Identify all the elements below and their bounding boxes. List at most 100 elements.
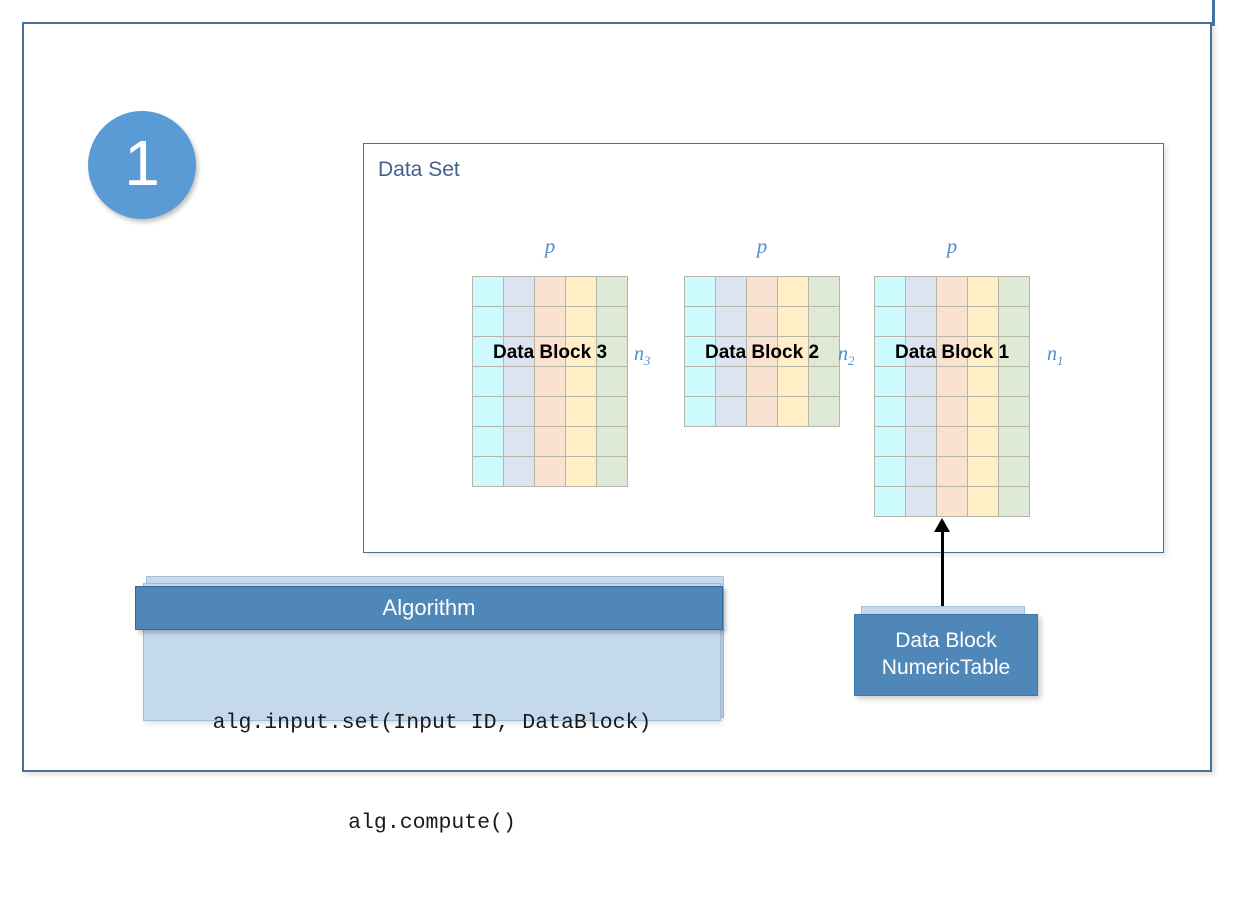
data-block-1-label: Data Block 1 <box>894 342 1010 363</box>
data-cell <box>778 367 808 396</box>
data-cell <box>937 457 967 486</box>
data-block-2-grid <box>684 276 840 427</box>
data-cell <box>968 397 998 426</box>
data-cell <box>716 307 746 336</box>
data-cell <box>685 367 715 396</box>
data-cell <box>716 397 746 426</box>
data-cell <box>473 337 503 366</box>
data-cell <box>968 337 998 366</box>
data-cell <box>906 397 936 426</box>
data-cell <box>778 277 808 306</box>
data-cell <box>809 277 839 306</box>
data-cell <box>937 337 967 366</box>
data-block-2-rows-label: n2 <box>838 343 855 368</box>
data-block-1: p Data Block 1 <box>874 234 1030 517</box>
data-cell <box>597 427 627 456</box>
data-block-3-grid <box>472 276 628 487</box>
data-cell <box>685 307 715 336</box>
data-block-1-grid <box>874 276 1030 517</box>
numeric-table-arrow-line <box>941 528 944 618</box>
data-cell <box>566 397 596 426</box>
data-cell <box>937 367 967 396</box>
data-cell <box>906 427 936 456</box>
data-cell <box>906 337 936 366</box>
data-cell <box>597 277 627 306</box>
numeric-table-card: Data Block NumericTable <box>854 614 1038 696</box>
numeric-table-line-2: NumericTable <box>881 656 1011 679</box>
frame-corner-tick <box>1212 0 1215 26</box>
data-cell <box>473 367 503 396</box>
data-set-title: Data Set <box>378 158 460 181</box>
data-cell <box>937 277 967 306</box>
data-cell <box>597 397 627 426</box>
data-block-1-rows-label: n1 <box>1047 343 1064 368</box>
algorithm-code-line-2: alg.compute() <box>348 810 516 835</box>
data-cell <box>535 337 565 366</box>
data-cell <box>504 307 534 336</box>
data-cell <box>937 307 967 336</box>
data-cell <box>685 337 715 366</box>
data-cell <box>473 277 503 306</box>
numeric-table-arrow-head-icon <box>934 518 950 532</box>
data-cell <box>809 307 839 336</box>
data-cell <box>968 427 998 456</box>
data-cell <box>937 397 967 426</box>
data-cell <box>716 367 746 396</box>
data-cell <box>535 457 565 486</box>
data-block-3-columns-label: p <box>544 234 556 258</box>
data-cell <box>566 367 596 396</box>
step-number-badge: 1 <box>88 111 196 219</box>
data-cell <box>566 307 596 336</box>
data-cell <box>685 397 715 426</box>
data-cell <box>875 277 905 306</box>
data-cell <box>504 277 534 306</box>
data-cell <box>999 307 1029 336</box>
data-cell <box>999 397 1029 426</box>
data-cell <box>906 487 936 516</box>
data-cell <box>566 427 596 456</box>
data-cell <box>906 367 936 396</box>
data-cell <box>473 427 503 456</box>
data-cell <box>747 307 777 336</box>
data-cell <box>999 367 1029 396</box>
data-cell <box>535 307 565 336</box>
data-block-3-rows-label: n3 <box>634 343 651 368</box>
data-cell <box>747 367 777 396</box>
data-cell <box>473 457 503 486</box>
data-cell <box>999 487 1029 516</box>
data-cell <box>566 457 596 486</box>
data-cell <box>716 337 746 366</box>
numeric-table-line-1: Data Block <box>895 629 997 653</box>
data-block-2: p Data Block 2 <box>684 234 840 427</box>
data-cell <box>778 307 808 336</box>
data-block-2-columns-label: p <box>756 234 768 258</box>
data-cell <box>504 457 534 486</box>
data-cell <box>504 367 534 396</box>
data-cell <box>968 307 998 336</box>
data-cell <box>597 367 627 396</box>
data-cell <box>685 277 715 306</box>
data-cell <box>535 397 565 426</box>
data-cell <box>999 277 1029 306</box>
data-cell <box>504 427 534 456</box>
data-cell <box>473 307 503 336</box>
data-cell <box>504 397 534 426</box>
data-cell <box>937 427 967 456</box>
data-cell <box>535 367 565 396</box>
data-cell <box>778 337 808 366</box>
algorithm-title: Algorithm <box>382 595 476 620</box>
data-cell <box>809 337 839 366</box>
data-cell <box>968 457 998 486</box>
data-cell <box>937 487 967 516</box>
data-cell <box>504 337 534 366</box>
data-cell <box>597 457 627 486</box>
data-cell <box>875 427 905 456</box>
data-cell <box>747 337 777 366</box>
step-number-label: 1 <box>124 127 160 199</box>
diagram-canvas: 1 Data Set p Data Block 3 n3 p Data Bloc… <box>22 0 1215 835</box>
algorithm-code-line-1: alg.input.set(Input ID, DataBlock) <box>212 710 652 735</box>
data-cell <box>875 457 905 486</box>
data-cell <box>875 337 905 366</box>
data-block-3: p Data Block 3 <box>472 234 628 487</box>
data-cell <box>809 367 839 396</box>
